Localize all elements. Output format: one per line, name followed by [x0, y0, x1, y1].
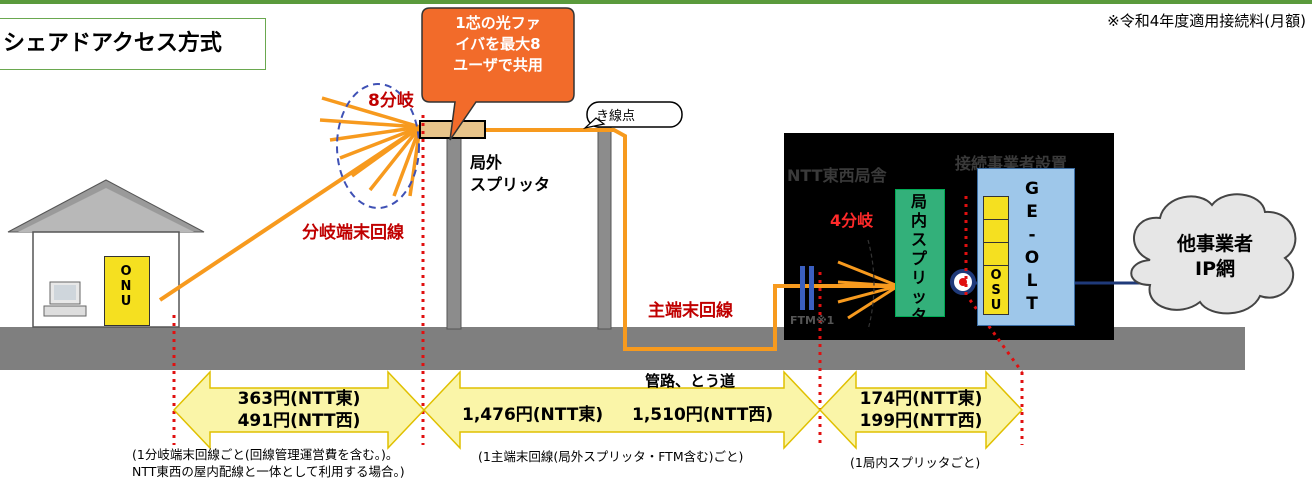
branch-footnote-line-2: NTT東西の屋内配線と一体として利用する場合。) [132, 464, 405, 479]
ftm-label: FTM※1 [790, 314, 835, 327]
osu-letter-s: S [991, 283, 1001, 298]
indoor-splitter-char-2: 内 [910, 211, 927, 230]
main-footnote: (1主端末回線(局外スプリッタ・FTM含む)ごと) [478, 449, 744, 464]
osu-letter-u: U [990, 298, 1002, 313]
office-price: 174円(NTT東) 199円(NTT西) [856, 388, 986, 432]
osu-slot-1 [983, 196, 1009, 220]
office-price-west: 199円(NTT西) [859, 411, 983, 431]
fiber-lines [158, 125, 898, 351]
boundary-lines [172, 115, 1024, 445]
onu-letter-u: U [120, 294, 132, 309]
kisenten-label: き線点 [596, 109, 636, 124]
gelot-letter-dash: - [1028, 225, 1036, 245]
indoor-splitter-char-6: ッ [910, 287, 927, 306]
other-network-label: 他事業者 IP網 [1165, 232, 1265, 282]
osu-slot-4 [983, 265, 1009, 315]
fee-note: ※令和4年度適用接続料(月額) [1107, 12, 1306, 30]
eight-branch-label: 8分岐 [368, 91, 414, 111]
branch-price-east: 363円(NTT東) [237, 389, 361, 409]
branch-price-west: 491円(NTT西) [237, 411, 361, 431]
osu-label: O S U [983, 268, 1009, 313]
gelot-letter-t: T [1026, 294, 1038, 314]
utility-pole-2 [597, 117, 612, 330]
callout-text: 1芯の光ファ イバを最大8 ユーザで共用 [438, 13, 558, 76]
indoor-splitter-char-4: プ [910, 249, 927, 268]
four-branch-fan [837, 260, 899, 320]
ftm-bar-2 [809, 266, 814, 310]
branch-footnote: (1分岐端末回線ごと(回線管理運営費を含む。)。 NTT東西の屋内配線と一体とし… [132, 446, 405, 480]
gelot-letter-e: E [1026, 202, 1038, 222]
other-network-line-2: IP網 [1195, 258, 1235, 280]
branch-highlight [336, 83, 420, 209]
top-border [0, 0, 1312, 4]
ntt-office-label: NTT東西局舎 [787, 166, 887, 185]
office-footnote: (1局内スプリッタごと) [850, 455, 981, 470]
gelot-label: G E - O L T [1020, 178, 1044, 316]
main-price-west: 1,510円(NTT西) [632, 405, 774, 425]
outdoor-splitter-line-1: 局外 [470, 153, 503, 172]
callout-line-3: ユーザで共用 [453, 56, 543, 74]
conduit-label: 管路、とう道 [645, 372, 736, 390]
onu-device [104, 256, 150, 326]
indoor-splitter-char-1: 局 [910, 192, 927, 211]
osu-letter-o: O [990, 268, 1002, 283]
four-branch-label: 4分岐 [830, 211, 874, 230]
office-price-arrow [818, 370, 1024, 450]
gelot-letter-l: L [1026, 271, 1038, 291]
ftm-bar-1 [800, 266, 805, 310]
page-title: シェアドアクセス方式 [0, 18, 266, 70]
other-network-line-1: 他事業者 [1176, 233, 1253, 255]
onu-letter-n: N [120, 279, 132, 294]
callout-line-1: 1芯の光ファ [455, 14, 541, 32]
gelot-letter-o: O [1024, 248, 1040, 268]
onu-letter-o: O [120, 264, 132, 279]
branch-footnote-line-1: (1分岐端末回線ごと(回線管理運営費を含む。)。 [132, 447, 399, 462]
callout-line-2: イバを最大8 [455, 35, 541, 53]
main-terminal-line-label: 主端末回線 [648, 301, 733, 321]
indoor-splitter-char-7: タ [910, 306, 927, 325]
onu-label: O N U [104, 264, 148, 309]
other-network-cloud [1130, 193, 1297, 315]
branch-terminal-line-label: 分岐端末回線 [302, 223, 404, 243]
indoor-splitter-label: 局 内 ス プ リ ッ タ [895, 192, 943, 325]
outdoor-splitter-line-2: スプリッタ [470, 175, 551, 194]
indoor-splitter [895, 189, 945, 317]
office-price-east: 174円(NTT東) [859, 389, 983, 409]
branch-price: 363円(NTT東) 491円(NTT西) [210, 388, 388, 432]
indoor-splitter-char-5: リ [910, 268, 927, 287]
utility-pole-1 [446, 124, 462, 330]
indoor-splitter-char-3: ス [910, 230, 927, 249]
pc-illustration [43, 281, 87, 317]
outdoor-splitter-label: 局外 スプリッタ [470, 152, 550, 196]
main-price-east: 1,476円(NTT東) [462, 405, 604, 425]
osu-slot-3 [983, 242, 1009, 266]
callout-bubble [421, 7, 575, 141]
kisenten-bubble [586, 101, 683, 128]
gelot-letter-g: G [1025, 179, 1039, 199]
osu-slot-2 [983, 219, 1009, 243]
